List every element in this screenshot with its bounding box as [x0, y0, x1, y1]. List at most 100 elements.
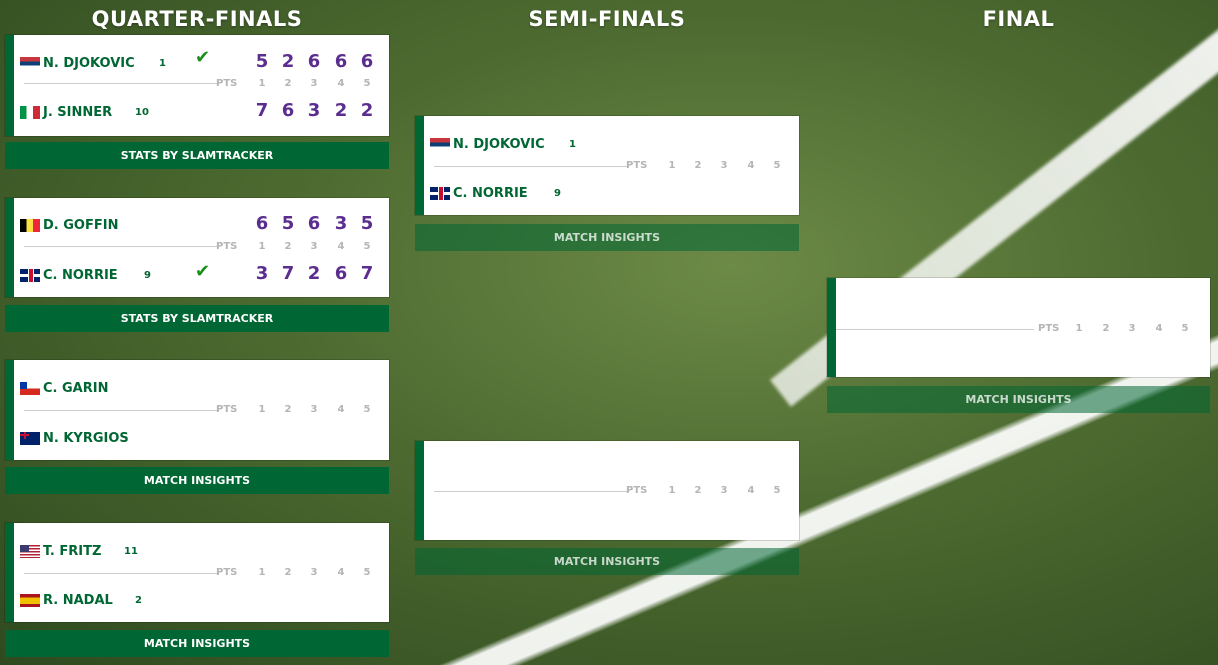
italy-flag-icon [20, 105, 40, 119]
set-score: 2 [360, 100, 374, 121]
player-seed: 2 [135, 594, 142, 606]
set-score: 5 [281, 213, 295, 234]
sf-match-2[interactable]: PTS 1 2 3 4 5 [415, 441, 799, 540]
set-number: 3 [310, 567, 318, 578]
quarterfinals-title: QUARTER-FINALS [91, 7, 303, 31]
match-insights-button[interactable]: MATCH INSIGHTS [415, 224, 799, 251]
set-number: 1 [258, 241, 266, 252]
set-number: 4 [337, 78, 345, 89]
set-score: 2 [334, 100, 348, 121]
qf-match-4[interactable]: T. FRITZ 11 PTS 1 2 3 4 5 R. NADAL 2 [5, 523, 389, 622]
player-seed: 1 [569, 138, 576, 150]
winner-check-icon: ✔ [195, 261, 211, 282]
pts-label: PTS [216, 404, 238, 415]
set-score: 6 [307, 213, 321, 234]
set-number: 2 [284, 78, 292, 89]
player-name: C. NORRIE [453, 185, 528, 201]
set-score: 6 [281, 100, 295, 121]
uk-flag-icon [20, 268, 40, 282]
set-score: 3 [307, 100, 321, 121]
set-number: 3 [1128, 323, 1136, 334]
australia-flag-icon [20, 431, 40, 445]
player-seed: 9 [144, 269, 151, 281]
player-name: J. SINNER [43, 104, 113, 120]
chile-flag-icon [20, 381, 40, 395]
set-number: 5 [773, 160, 781, 171]
set-number: 4 [337, 567, 345, 578]
set-number: 4 [747, 485, 755, 496]
divider [24, 246, 219, 247]
pts-label: PTS [1038, 323, 1060, 334]
divider [24, 573, 219, 574]
set-number: 4 [337, 241, 345, 252]
match-insights-button[interactable]: MATCH INSIGHTS [415, 548, 799, 575]
player-seed: 10 [135, 106, 149, 118]
pts-label: PTS [626, 160, 648, 171]
player-seed: 9 [554, 187, 561, 199]
divider [434, 166, 629, 167]
spain-flag-icon [20, 593, 40, 607]
serbia-flag-icon [430, 137, 450, 151]
match-insights-button[interactable]: MATCH INSIGHTS [5, 630, 389, 657]
set-number: 1 [668, 160, 676, 171]
set-score: 6 [334, 263, 348, 284]
set-number: 1 [1075, 323, 1083, 334]
stats-by-slamtracker-button[interactable]: STATS BY SLAMTRACKER [5, 142, 389, 169]
qf-match-2[interactable]: D. GOFFIN 6 5 6 3 5 PTS 1 2 3 4 5 C. NOR… [5, 198, 389, 297]
set-number: 3 [310, 241, 318, 252]
set-number: 1 [258, 567, 266, 578]
set-number: 3 [310, 404, 318, 415]
set-number: 1 [668, 485, 676, 496]
set-number: 4 [1155, 323, 1163, 334]
set-number: 4 [747, 160, 755, 171]
final-title: FINAL [982, 7, 1055, 31]
pts-label: PTS [216, 567, 238, 578]
match-insights-button[interactable]: MATCH INSIGHTS [827, 386, 1210, 413]
belgium-flag-icon [20, 218, 40, 232]
pts-label: PTS [216, 78, 238, 89]
set-score: 7 [281, 263, 295, 284]
set-number: 3 [720, 485, 728, 496]
set-score: 2 [307, 263, 321, 284]
pts-label: PTS [626, 485, 648, 496]
uk-flag-icon [430, 186, 450, 200]
set-number: 1 [258, 78, 266, 89]
final-match[interactable]: PTS 1 2 3 4 5 [827, 278, 1210, 377]
stats-by-slamtracker-button[interactable]: STATS BY SLAMTRACKER [5, 305, 389, 332]
player-name: T. FRITZ [43, 543, 102, 559]
qf-match-3[interactable]: C. GARIN PTS 1 2 3 4 5 N. KYRGIOS [5, 360, 389, 460]
player-name: R. NADAL [43, 592, 113, 608]
set-number: 5 [1181, 323, 1189, 334]
divider [836, 329, 1034, 330]
set-score: 2 [281, 51, 295, 72]
set-number: 2 [284, 567, 292, 578]
set-score: 6 [255, 213, 269, 234]
divider [434, 491, 629, 492]
set-number: 5 [773, 485, 781, 496]
set-score: 3 [255, 263, 269, 284]
set-number: 5 [363, 78, 371, 89]
set-number: 3 [310, 78, 318, 89]
set-number: 1 [258, 404, 266, 415]
set-number: 2 [694, 485, 702, 496]
set-score: 5 [360, 213, 374, 234]
set-score: 6 [307, 51, 321, 72]
player-name: C. NORRIE [43, 267, 118, 283]
serbia-flag-icon [20, 56, 40, 70]
player-seed: 11 [124, 545, 138, 557]
set-score: 5 [255, 51, 269, 72]
set-number: 3 [720, 160, 728, 171]
pts-label: PTS [216, 241, 238, 252]
player-name: D. GOFFIN [43, 217, 119, 233]
winner-check-icon: ✔ [195, 47, 211, 68]
set-number: 2 [1102, 323, 1110, 334]
match-insights-button[interactable]: MATCH INSIGHTS [5, 467, 389, 494]
set-number: 4 [337, 404, 345, 415]
set-number: 5 [363, 404, 371, 415]
set-score: 6 [360, 51, 374, 72]
set-number: 2 [284, 241, 292, 252]
sf-match-1[interactable]: N. DJOKOVIC 1 PTS 1 2 3 4 5 C. NORRIE 9 [415, 116, 799, 215]
set-score: 7 [255, 100, 269, 121]
qf-match-1[interactable]: N. DJOKOVIC 1 ✔ 5 2 6 6 6 PTS 1 2 3 4 5 … [5, 35, 389, 136]
set-number: 5 [363, 241, 371, 252]
